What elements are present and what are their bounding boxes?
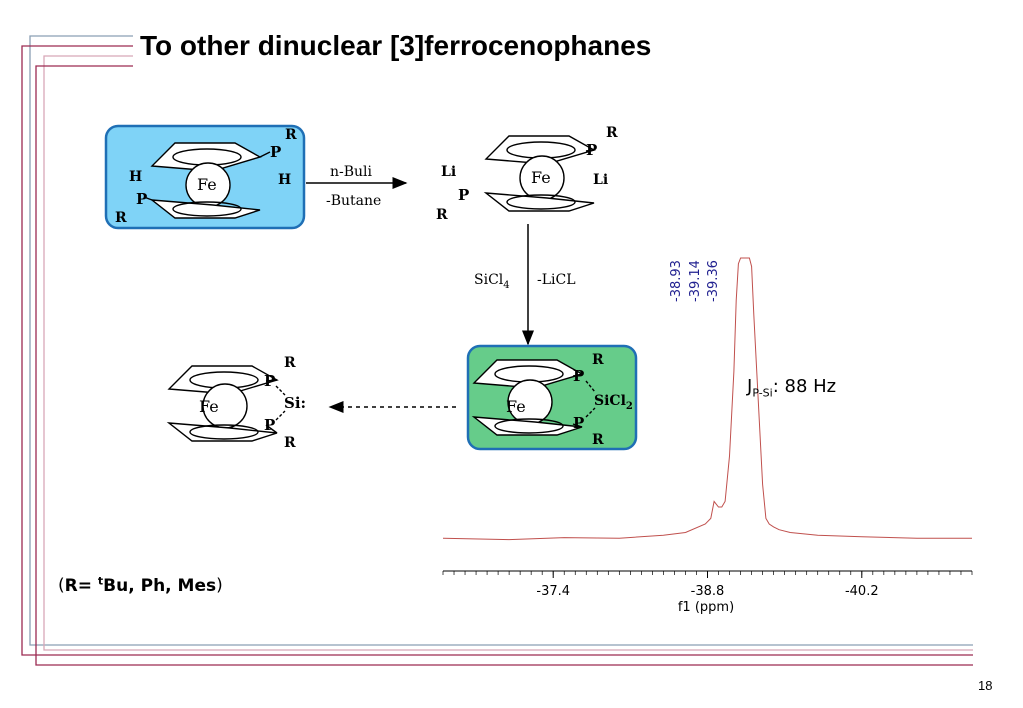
reagent-sicl4: SiCl4 — [474, 272, 510, 291]
phosphorus-bottom-silylene: P — [264, 416, 275, 434]
r-top-dilithio: R — [606, 125, 618, 141]
x-tick-label: -40.2 — [845, 584, 879, 599]
r-bottom-start: R — [115, 210, 127, 226]
phosphorus-top-dilithio: P — [586, 141, 597, 159]
r-top-silylene: R — [284, 355, 296, 371]
ferrocene-dilithio — [483, 135, 596, 212]
h-bottom-start: H — [129, 169, 142, 185]
iron-label-product: Fe — [506, 397, 526, 416]
byproduct-butane: -Butane — [326, 193, 381, 209]
h-top-start: H — [278, 172, 291, 188]
ferrocene-start — [143, 142, 271, 219]
iron-label-silylene: Fe — [199, 397, 219, 416]
ferrocene-silylene — [166, 365, 286, 442]
iron-label-start: Fe — [197, 175, 217, 194]
page-number: 18 — [978, 678, 993, 693]
phosphorus-bottom-product: P — [573, 414, 584, 432]
li-bottom-dilithio: Li — [441, 164, 456, 180]
byproduct-licl: -LiCL — [537, 272, 576, 288]
coupling-constant: JP-Si: 88 Hz — [747, 376, 837, 400]
phosphorus-top-silylene: P — [264, 372, 275, 390]
r-bottom-product: R — [592, 432, 604, 448]
r-substituent-legend: (R= tBu, Ph, Mes) — [58, 574, 223, 596]
peak-labels: -38.93 -39.14-39.36 — [669, 260, 721, 302]
x-axis-ticks: -37.4 -38.8 -40.2 — [442, 571, 973, 599]
r-top-product: R — [592, 352, 604, 368]
li-top-dilithio: Li — [593, 172, 608, 188]
x-axis-label: f1 (ppm) — [678, 600, 734, 615]
r-top-start: R — [285, 127, 297, 143]
r-bottom-dilithio: R — [436, 207, 448, 223]
slide-title: To other dinuclear [3]ferrocenophanes — [140, 30, 652, 61]
sicl2-label: SiCl2 — [594, 393, 633, 412]
ferrocene-product — [471, 359, 596, 436]
phosphorus-top-product: P — [573, 367, 584, 385]
phosphorus-bottom-dilithio: P — [458, 186, 469, 204]
spectrum-trace — [442, 257, 972, 541]
peak-label: -39.14 — [688, 260, 703, 302]
si-carbene-label: Si: — [284, 394, 306, 412]
r-bottom-silylene: R — [284, 435, 296, 451]
phosphorus-bottom-start: P — [136, 190, 147, 208]
reagent-nbuli: n-Buli — [330, 164, 373, 180]
peak-label: -38.93 — [669, 260, 684, 302]
iron-label-dilithio: Fe — [531, 168, 551, 187]
phosphorus-top-start: P — [270, 143, 281, 161]
x-tick-label: -38.8 — [691, 584, 725, 599]
x-tick-label: -37.4 — [536, 584, 570, 599]
peak-label: -39.36 — [706, 260, 721, 302]
